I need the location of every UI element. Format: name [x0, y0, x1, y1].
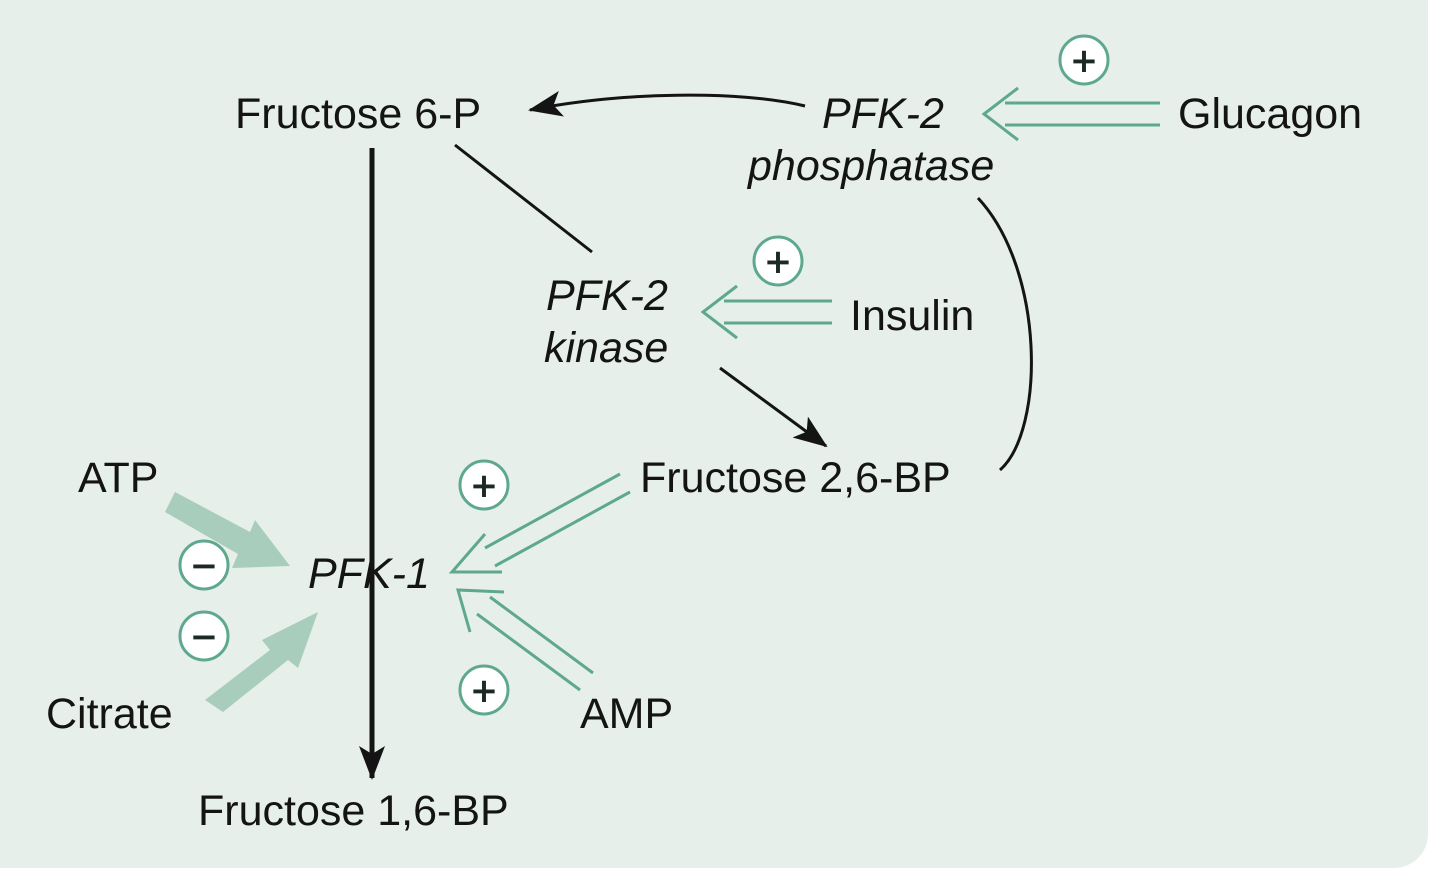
atp-inhibition-arrow: [165, 492, 290, 568]
f6p-to-kinase-line: [454, 143, 593, 254]
fructose-6p-label: Fructose 6-P: [235, 90, 481, 138]
svg-text:−: −: [190, 617, 219, 657]
fructose-26bp-label: Fructose 2,6-BP: [640, 454, 951, 502]
atp-label: ATP: [78, 454, 158, 502]
pfk2-kinase-label-line2: kinase: [544, 324, 668, 372]
amp-plus-sign: +: [458, 664, 510, 716]
insulin-plus-sign: +: [752, 235, 804, 287]
glucagon-label: Glucagon: [1178, 90, 1362, 138]
f26bp-to-phosphatase-line: [976, 196, 1033, 472]
citrate-minus-sign: −: [178, 610, 230, 662]
citrate-inhibition-arrow: [205, 612, 318, 712]
glucagon-activation-arrow: [981, 86, 1160, 142]
glucagon-plus-sign: +: [1058, 34, 1110, 86]
kinase-to-f26bp-arrow: [719, 366, 828, 448]
diagram-panel: [0, 0, 1428, 868]
pfk2-phosphatase-label-line2: phosphatase: [746, 142, 994, 190]
pfk2-kinase-label-line1: PFK-2: [546, 272, 668, 320]
svg-text:−: −: [190, 546, 219, 586]
f26bp-activation-arrow: [448, 472, 631, 574]
insulin-label: Insulin: [850, 292, 974, 340]
fructose-16bp-label: Fructose 1,6-BP: [198, 787, 509, 835]
citrate-label: Citrate: [46, 690, 173, 738]
pfk2-phosphatase-label-line1: PFK-2: [822, 90, 944, 138]
amp-label: AMP: [580, 690, 673, 738]
svg-text:+: +: [1070, 41, 1099, 81]
svg-text:+: +: [470, 671, 499, 711]
pfk1-label: PFK-1: [308, 550, 430, 598]
amp-activation-arrow: [455, 588, 594, 692]
atp-minus-sign: −: [178, 539, 230, 591]
insulin-activation-arrow: [700, 284, 832, 340]
svg-text:+: +: [470, 466, 499, 506]
svg-text:+: +: [764, 242, 793, 282]
f26bp-plus-sign: +: [458, 459, 510, 511]
phosphatase-to-f6p-arrow: [528, 90, 806, 117]
